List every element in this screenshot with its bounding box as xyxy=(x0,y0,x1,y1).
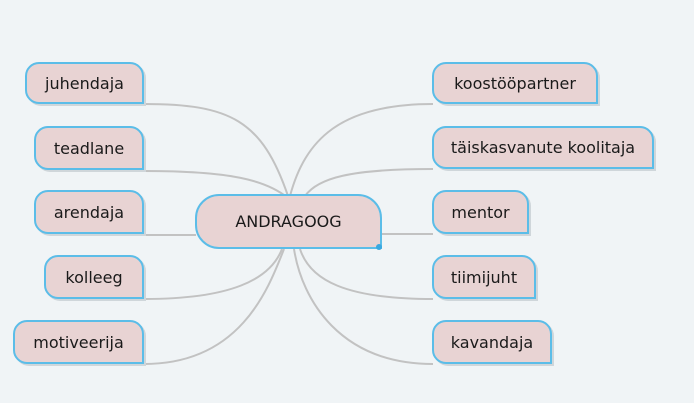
node-label: täiskasvanute koolitaja xyxy=(450,138,636,157)
connector-juhendaja xyxy=(143,103,289,197)
central-topic-label: ANDRAGOOG xyxy=(235,212,342,231)
node-koostoopartner[interactable]: koostööpartner xyxy=(432,62,598,104)
node-label: tiimijuht xyxy=(450,267,518,287)
connector-teadlane xyxy=(143,170,289,199)
node-kolleeg[interactable]: kolleeg xyxy=(44,255,144,299)
node-label: mentor xyxy=(451,202,510,222)
node-label: motiveerija xyxy=(33,332,124,352)
connection-handle-icon[interactable] xyxy=(376,244,382,250)
central-topic[interactable]: ANDRAGOOG xyxy=(195,194,382,249)
node-teadlane[interactable]: teadlane xyxy=(34,126,144,170)
connector-motiveerija xyxy=(143,248,285,365)
connector-koostoopartner xyxy=(289,103,434,197)
node-arendaja[interactable]: arendaja xyxy=(34,190,144,234)
connector-tiimijuht xyxy=(299,248,434,300)
node-label: koostööpartner xyxy=(454,73,576,93)
connector-kolleeg xyxy=(143,248,283,300)
node-taiskasvanute-koolitaja[interactable]: täiskasvanute koolitaja xyxy=(432,126,654,169)
node-tiimijuht[interactable]: tiimijuht xyxy=(432,255,536,299)
node-label: kavandaja xyxy=(450,332,534,352)
node-juhendaja[interactable]: juhendaja xyxy=(25,62,144,104)
connector-kavandaja xyxy=(293,248,434,365)
node-mentor[interactable]: mentor xyxy=(432,190,529,234)
node-motiveerija[interactable]: motiveerija xyxy=(13,320,144,364)
node-label: teadlane xyxy=(53,138,125,158)
node-kavandaja[interactable]: kavandaja xyxy=(432,320,552,364)
node-label: kolleeg xyxy=(65,267,123,287)
node-label: arendaja xyxy=(53,202,125,222)
connector-taiskasvanute-koolitaja xyxy=(304,168,434,197)
node-label: juhendaja xyxy=(45,73,124,93)
